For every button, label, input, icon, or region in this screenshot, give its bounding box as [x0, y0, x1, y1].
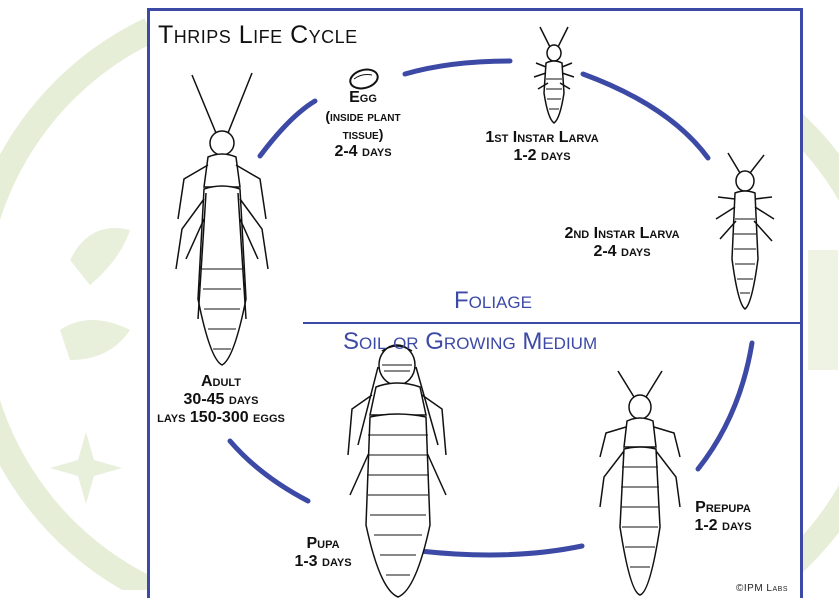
pupa-label: Pupa 1-3 days: [278, 535, 368, 571]
adult-name: Adult: [150, 373, 292, 391]
first-instar-label: 1st Instar Larva 1-2 days: [472, 129, 612, 165]
egg-note-2: tissue): [298, 125, 428, 143]
zone-divider: [303, 322, 803, 324]
prepupa-name: Prepupa: [673, 499, 773, 517]
adult-label: Adult 30-45 days lays 150-300 eggs: [150, 373, 292, 427]
egg-label: Egg (inside plant tissue) 2-4 days: [298, 89, 428, 161]
pupa-duration: 1-3 days: [278, 553, 368, 571]
egg-icon: [346, 67, 382, 91]
prepupa-duration: 1-2 days: [673, 517, 773, 535]
second-instar-duration: 2-4 days: [532, 243, 712, 261]
second-instar-name: 2nd Instar Larva: [532, 225, 712, 243]
egg-duration: 2-4 days: [298, 143, 428, 161]
life-cycle-panel: Thrips Life Cycle: [147, 8, 803, 598]
pupa-name: Pupa: [278, 535, 368, 553]
first-instar-duration: 1-2 days: [472, 147, 612, 165]
soil-label: Soil or Growing Medium: [343, 328, 597, 356]
adult-note: lays 150-300 eggs: [150, 409, 292, 427]
second-instar-larva-icon: [710, 149, 780, 314]
egg-note-1: (inside plant: [298, 107, 428, 125]
adult-thrips-icon: [168, 69, 278, 369]
adult-duration: 30-45 days: [150, 391, 292, 409]
second-instar-label: 2nd Instar Larva 2-4 days: [532, 225, 712, 261]
credit-text: ©IPM Labs: [736, 583, 788, 594]
first-instar-larva-icon: [524, 23, 584, 128]
prepupa-label: Prepupa 1-2 days: [673, 499, 773, 535]
arc-instar2-to-prepupa: [698, 343, 752, 469]
prepupa-icon: [590, 367, 690, 597]
first-instar-name: 1st Instar Larva: [472, 129, 612, 147]
arc-egg-to-instar1: [405, 61, 510, 74]
egg-name: Egg: [298, 89, 428, 107]
foliage-label: Foliage: [454, 287, 532, 315]
arc-pupa-to-adult: [230, 441, 308, 501]
